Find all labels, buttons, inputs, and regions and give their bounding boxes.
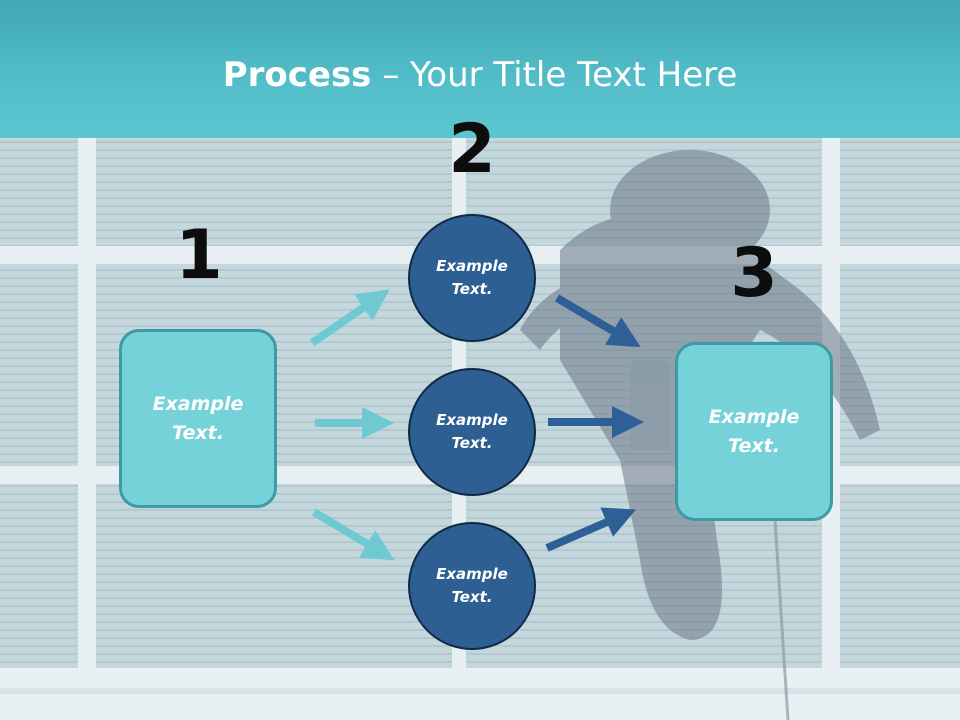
arrow-dark-up	[545, 507, 637, 552]
step-1-label: Example Text.	[152, 392, 244, 444]
step-2-label-top: Example Text.	[436, 257, 508, 298]
step-3-label: Example Text.	[708, 405, 800, 457]
step-2-label-middle: Example Text.	[436, 411, 508, 452]
step-number-1: 1	[175, 216, 223, 295]
arrow-dark-down	[554, 294, 641, 348]
title-rest: – Your Title Text Here	[371, 55, 738, 95]
title-bold: Process	[222, 55, 372, 95]
step-number-3: 3	[730, 234, 778, 313]
step-1-box: Example Text.	[119, 329, 277, 508]
step-2-circle-middle: Example Text.	[408, 368, 536, 496]
step-2-label-bottom: Example Text.	[436, 565, 508, 606]
page-title: Process – Your Title Text Here	[0, 52, 960, 98]
step-3-box: Example Text.	[675, 342, 833, 521]
arrow-light-up	[309, 289, 390, 347]
arrow-light-down	[311, 508, 395, 561]
step-number-2: 2	[448, 110, 496, 189]
step-2-circle-bottom: Example Text.	[408, 522, 536, 650]
step-2-circle-top: Example Text.	[408, 214, 536, 342]
title-bar: Process – Your Title Text Here	[0, 0, 960, 138]
